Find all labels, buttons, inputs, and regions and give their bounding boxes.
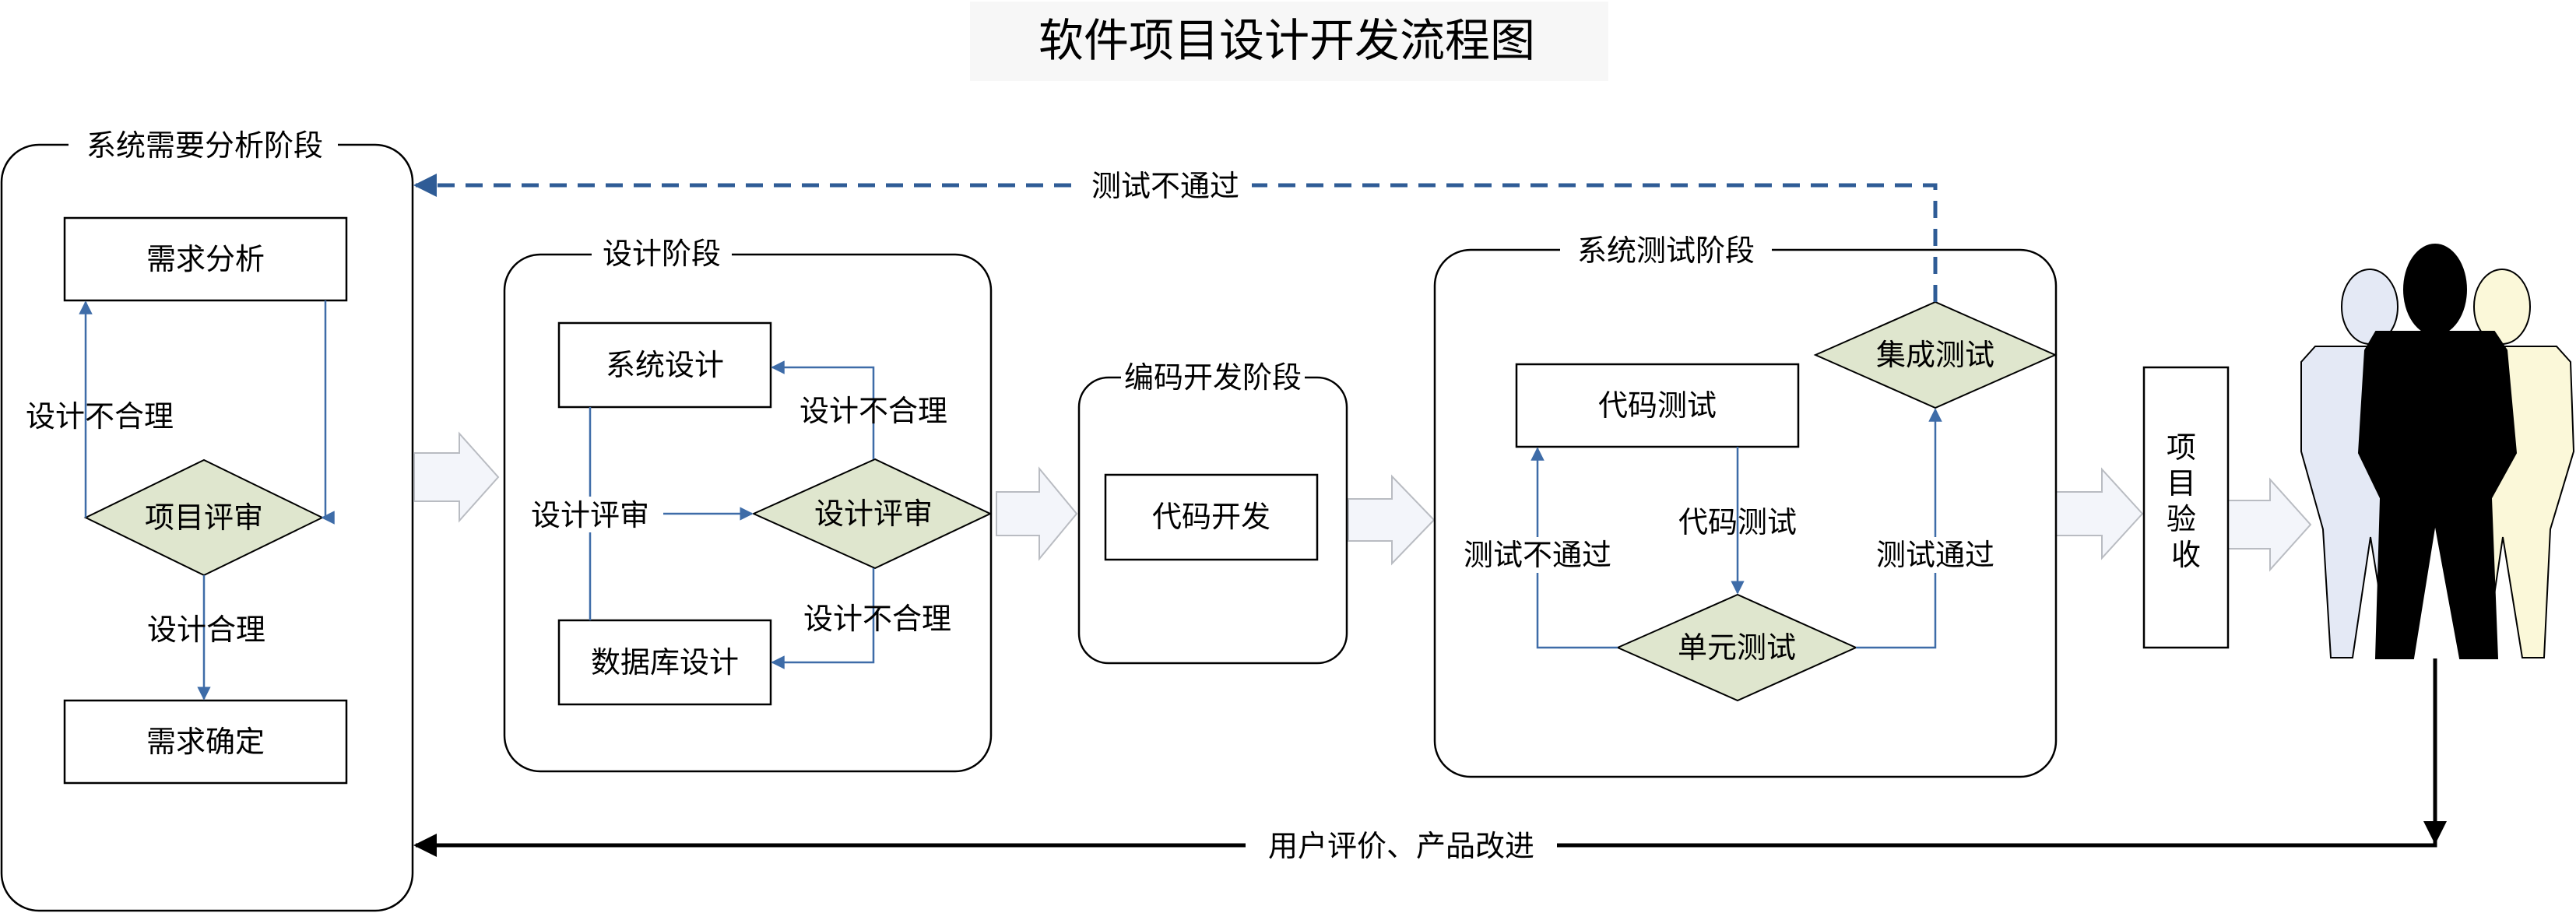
label-test-fail: 测试不通过 [1464,538,1611,572]
block-arrow-5 [2227,477,2312,572]
label-analysis-unreasonable: 设计不合理 [26,399,174,434]
block-arrow-2 [996,466,1078,561]
edge-integration-fail-feedback [413,174,1938,302]
node-design-review-label: 设计评审 [814,497,933,531]
node-code-test-label: 代码测试 [1598,388,1717,423]
section-testing-label: 系统测试阶段 [1577,234,1755,268]
user-group-icon [2300,244,2575,659]
node-code-dev-label: 代码开发 [1152,500,1270,534]
node-system-design [557,321,772,409]
acceptance-char-3: 验 [2167,502,2196,536]
node-db-design-label: 数据库设计 [591,645,739,679]
label-feedback-fail: 测试不通过 [1091,169,1239,203]
node-req-analysis [63,216,348,302]
node-req-confirm [63,699,348,785]
label-analysis-reasonable: 设计合理 [147,613,265,647]
edge-req-analysis-to-review [321,300,335,525]
block-arrow-1 [413,431,500,523]
node-design-review [751,458,993,570]
label-user-feedback: 用户评价、产品改进 [1268,829,1534,863]
section-analysis-label: 系统需要分析阶段 [86,128,323,163]
node-code-dev [1104,473,1319,561]
acceptance-char-4: 收 [2171,538,2201,572]
label-test-pass: 测试通过 [1876,538,1994,572]
section-design-label: 设计阶段 [603,237,721,271]
node-integration-test [1813,300,2058,409]
diagram-title: 软件项目设计开发流程图 [1038,14,1535,67]
label-code-test: 代码测试 [1678,505,1797,539]
edge-user-feedback [413,658,2437,857]
label-design-unreasonable-top: 设计不合理 [800,394,947,428]
block-arrow-4 [2055,467,2144,560]
node-unit-test-label: 单元测试 [1678,630,1796,665]
edge-unit-test-fail [1530,447,1618,649]
edge-unit-test-pass [1856,408,1942,649]
node-req-confirm-label: 需求确定 [146,725,265,759]
node-req-analysis-label: 需求分析 [146,242,265,276]
node-system-design-label: 系统设计 [606,348,724,382]
title-background [970,2,1608,81]
edge-review-back-to-system-design [771,360,875,459]
edge-review-back-to-db-design [771,568,875,669]
section-coding-label: 编码开发阶段 [1124,360,1302,395]
person-middle-icon [2357,244,2518,659]
label-design-review: 设计评审 [531,498,649,532]
acceptance-char-1: 项 [2167,430,2196,465]
block-arrow-3 [1348,474,1436,566]
node-acceptance [2142,366,2230,649]
node-integration-test-label: 集成测试 [1876,338,1994,372]
node-acceptance-label: 项 目 验 收 [2167,430,2205,572]
node-code-test [1515,363,1800,448]
node-project-review-label: 项目评审 [145,500,263,535]
label-design-unreasonable-bottom: 设计不合理 [803,602,951,636]
node-db-design [557,619,772,706]
acceptance-char-2: 目 [2167,466,2196,500]
